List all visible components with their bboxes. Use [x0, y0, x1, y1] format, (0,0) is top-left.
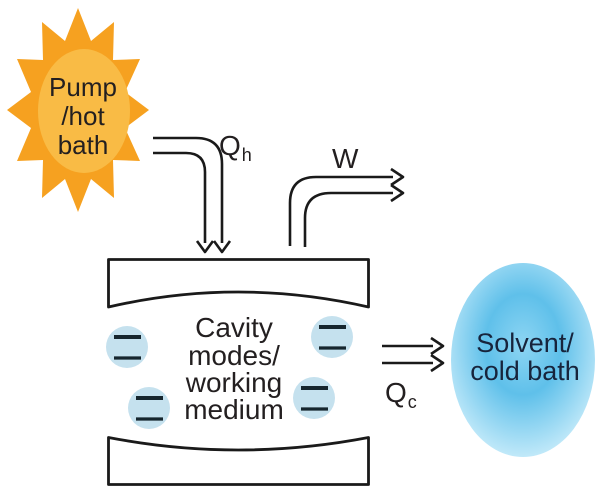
hot-bath-label-line: bath — [58, 130, 109, 160]
arrowhead-icon — [390, 183, 405, 203]
hot-bath: Pump /hot bath — [7, 8, 149, 212]
atom-circle — [311, 316, 353, 358]
qh-subscript: h — [242, 145, 252, 165]
cavity-mirror-bottom — [107, 436, 370, 486]
cold-bath-label-line: Solvent/ — [476, 328, 574, 358]
arrowhead-icon — [212, 240, 232, 254]
two-level-atom-icon — [106, 326, 148, 368]
atom-circle — [293, 377, 335, 419]
two-level-atom-icon — [293, 377, 335, 419]
arrow-line — [153, 136, 224, 243]
atom-circle — [128, 387, 170, 429]
arrow-line — [288, 175, 393, 246]
arrow-line — [303, 191, 393, 247]
arrow-line — [153, 151, 207, 243]
heat-input-arrow — [153, 136, 232, 254]
cold-bath-ellipse — [451, 263, 595, 457]
arrowhead-icon — [430, 336, 445, 356]
work-output-arrow — [288, 167, 405, 247]
cavity-label-line: medium — [184, 394, 284, 425]
cavity-mirror-top — [107, 258, 370, 309]
arrowhead-icon — [430, 353, 445, 373]
cavity-label-line: Cavity — [195, 312, 273, 343]
qc-symbol: Q — [385, 377, 407, 408]
cavity-label-line: modes/ — [188, 340, 280, 371]
qc-label: Qc — [385, 377, 417, 412]
line-art — [107, 136, 445, 486]
arrowhead-icon — [390, 167, 405, 187]
working-medium-atoms — [106, 316, 353, 429]
arrowhead-icon — [195, 240, 215, 254]
w-label: W — [332, 143, 359, 174]
cold-bath: Solvent/ cold bath — [451, 263, 595, 457]
cavity-label-line: working — [185, 367, 282, 398]
optical-cavity — [107, 258, 370, 486]
hot-bath-inner-ellipse — [38, 49, 130, 173]
hot-bath-label-line: Pump — [49, 72, 117, 102]
cavity-label: Cavity modes/ working medium — [184, 312, 284, 425]
two-level-atom-icon — [311, 316, 353, 358]
hot-bath-label-line: /hot — [61, 101, 105, 131]
qh-symbol: Q — [219, 130, 241, 161]
atom-circle — [106, 326, 148, 368]
heat-output-arrow — [382, 336, 445, 373]
two-level-atom-icon — [128, 387, 170, 429]
qh-label: Qh — [219, 130, 252, 165]
qc-subscript: c — [408, 392, 417, 412]
cold-bath-label-line: cold bath — [470, 356, 580, 386]
